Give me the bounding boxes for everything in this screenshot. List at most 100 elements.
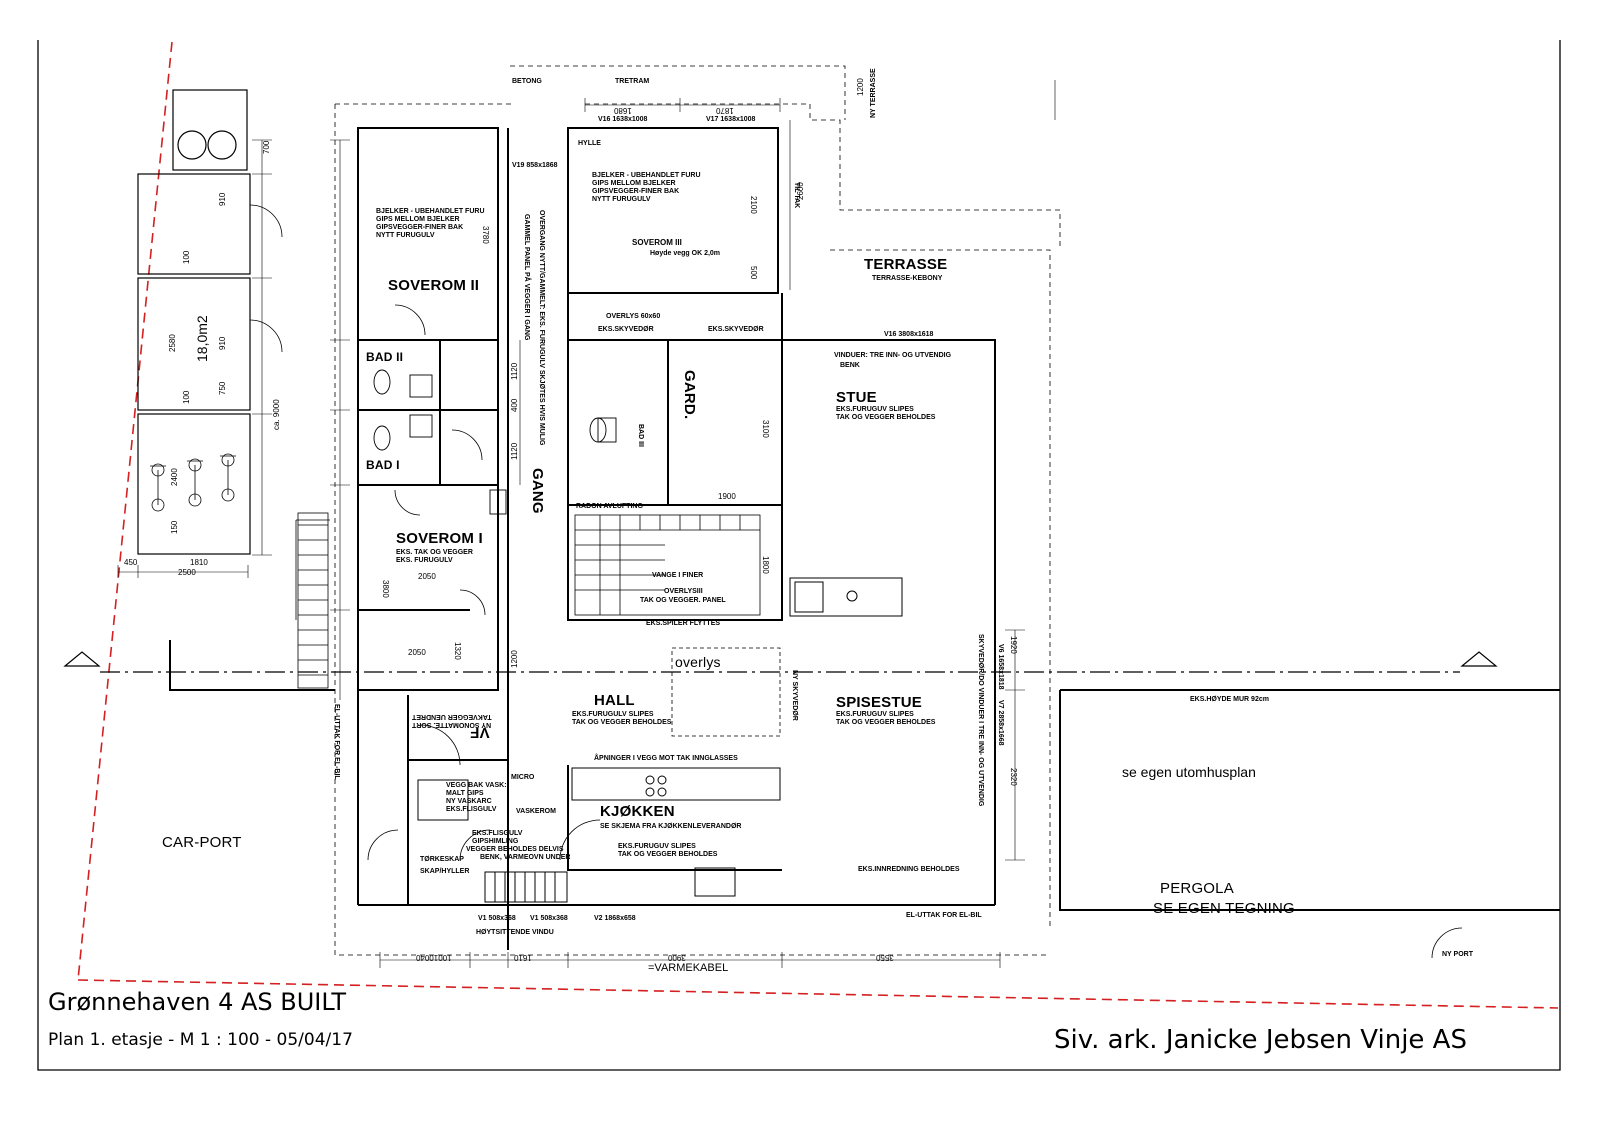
note-apninger: ÅPNINGER I VEGG MOT TAK INNGLASSES [594,755,738,762]
note-eks-skyvedor-a: EKS.SKYVEDØR [598,326,654,333]
room-label-soverom-1: SOVEROM I [396,530,483,547]
dim-750: 750 [218,381,227,395]
window-v7: V7 2858x1668 [997,700,1004,746]
dim-3780: 3780 [481,226,490,244]
room-label-soverom-3: SOVEROM III [632,238,682,247]
note-flis-3: VEGGER BEHOLDES DELVIS [466,846,564,853]
dim-910b: 910 [218,336,227,350]
note-ny-terrasse: NY TERRASSE [870,68,877,118]
note-innredning: EKS.INNREDNING BEHOLDES [858,866,960,873]
dim-1320: 1320 [453,642,462,660]
note-spiler: EKS.SPILER FLYTTES [646,620,721,627]
note-sov3-3: GIPSVEGGER-FINER BAK [592,188,680,195]
note-skap-hyller: SKAP/HYLLER [420,868,470,875]
dim-1800: 1800 [761,556,770,574]
dim-2580: 2580 [168,334,177,352]
window-v16: V16 1638x1008 [598,116,648,123]
room-label-gang: GANG [529,468,546,514]
outdoor-stair [297,512,329,689]
window-v16b: V16 3808x1618 [884,331,934,338]
room-label-pergola: PERGOLA [1160,880,1234,897]
staircase [574,514,761,616]
title-architect: Siv. ark. Janicke Jebsen Vinje AS [1054,1025,1467,1055]
window-v2: V2 1868x658 [594,915,636,922]
room-label-gard: GARD. [681,370,698,420]
note-micro: MICRO [511,774,535,781]
note-sov2-4: NYTT FURUGULV [376,232,435,239]
note-stue-2: TAK OG VEGGER BEHOLDES [836,414,936,421]
dim-1870: 1870 [716,106,734,115]
note-flis-1: EKS.FLISGULV [472,830,523,837]
dim-2100: 2100 [749,196,758,214]
dimension-lines [117,80,1056,968]
dim-150: 150 [170,520,179,534]
dim-1200: 1200 [856,78,865,96]
note-overlys3-1: OVERLYSIII [664,588,703,595]
dim-2600: 2600 [796,182,805,200]
room-label-carport: CAR-PORT [162,834,242,851]
room-label-spisestue: SPISESTUE [836,694,922,711]
note-stue-1: EKS.FURUGUV SLIPES [836,406,914,413]
note-spise-1: EKS.FURUGUV SLIPES [836,711,914,718]
dim-2320: 2320 [1009,768,1018,786]
sheet-frame [37,40,1561,1071]
dim-1120b: 1120 [510,442,519,460]
shed-area: 18,0m2 [194,315,210,362]
bathroom-fixtures [373,369,617,515]
room-label-utomhus: se egen utomhusplan [1122,764,1256,780]
note-overlys3-2: TAK OG VEGGER. PANEL [640,597,726,604]
room-label-bad-3: BAD III [637,424,644,447]
note-benk: BENK [840,362,860,369]
dim-500: 500 [749,266,758,280]
room-label-soverom-2: SOVEROM II [388,277,480,294]
note-vaskerom: VASKEROM [516,808,556,815]
room-label-bad-1: BAD I [366,458,400,472]
dim-1900: 1900 [718,492,736,501]
title-project: Grønnehaven 4 AS BUILT [48,988,347,1016]
dim-3550: 3550 [876,953,894,962]
window-v17: V17 1638x1008 [706,116,756,123]
note-ny-port: NY PORT [1442,951,1473,958]
dim-3100: 3100 [761,420,770,438]
note-eks-skyvedor-b: EKS.SKYVEDØR [708,326,764,333]
property-line [77,41,1559,1009]
note-skyvedor-vert: SKYVEDØR/DO VINDUER I TRE INN- OG UTVEND… [977,634,984,807]
note-spise-2: TAK OG VEGGER BEHOLDES [836,719,936,726]
dim-1680: 1680 [614,106,632,115]
note-hoytsittende: HØYTSITTENDE VINDU [476,929,554,936]
room-label-hall: HALL [594,692,635,709]
dim-1920: 1920 [1009,636,1018,654]
note-taklys-2: NY SONOMATTE. SORT [412,721,492,728]
note-vegg-2: MALT GIPS [446,790,484,797]
dim-100a: 100 [182,250,191,264]
note-sov3-1: BJELKER - UBEHANDLET FURU [592,172,701,179]
door-swings [367,304,1463,959]
dim-3800: 3800 [381,580,390,598]
note-terrasse-sub: TERRASSE-KEBONY [872,275,943,282]
window-v1a: V1 508x368 [478,915,516,922]
note-ny-skyvedor: NY SKYVEDØR [791,670,798,721]
house-walls [169,127,1560,950]
dim-1200b: 1200 [510,650,519,668]
title-plan: Plan 1. etasje - M 1 : 100 - 05/04/17 [48,1030,353,1050]
note-radon: RADON AVLUFTING [576,503,643,510]
note-vegg-4: EKS.FLISGULV [446,806,497,813]
note-sov3-4: NYTT FURUGULV [592,196,651,203]
note-sov2-3: GIPSVEGGER-FINER BAK [376,224,464,231]
dim-910a: 910 [218,192,227,206]
dim-450: 450 [124,558,138,567]
dim-1610: 1610 [514,953,532,962]
note-kjokken-2: EKS.FURUGUV SLIPES [618,843,696,850]
note-torkeskap: TØRKESKAP [420,856,464,863]
note-kjokken-3: TAK OG VEGGER BEHOLDES [618,851,718,858]
note-sov3-5: Høyde vegg OK 2,0m [650,250,721,257]
dashed-outline [334,65,1061,956]
section-markers [63,651,1498,667]
dim-2050b: 2050 [408,648,426,657]
note-taklys: TAKVEGGER UENDRET [412,713,492,720]
dim-100b: 100 [182,390,191,404]
note-el-uttak: EL-UTTAK FOR EL-BIL [906,912,982,919]
note-kjokken-1: SE SKJEMA FRA KJØKKENLEVERANDØR [600,823,742,830]
window-v6: V6 1658x1818 [997,644,1004,690]
